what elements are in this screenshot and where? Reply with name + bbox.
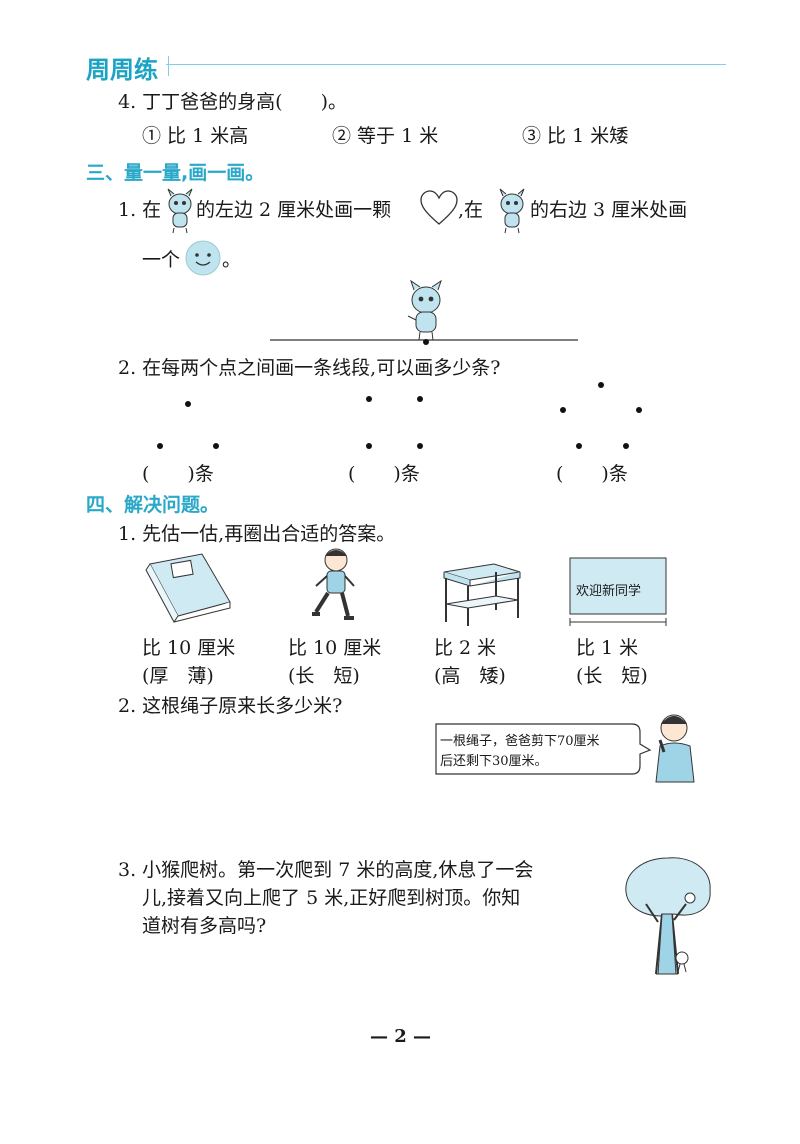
section-4-title: 四、解决问题。 (86, 494, 220, 516)
walking-boy-illustration (312, 548, 355, 620)
s4-q3-line-1: 3. 小猴爬树。第一次爬到 7 米的高度,休息了一会 (118, 859, 534, 881)
s3-q2-text: 2. 在每两个点之间画一条线段,可以画多少条? (118, 357, 501, 379)
s3-q1-line2-a: 一个 (142, 249, 181, 271)
answer-blank-1[interactable]: ( )条 (142, 463, 214, 485)
thinking-boy-illustration (655, 714, 695, 783)
header-rule (166, 64, 726, 65)
welcome-banner-illustration (569, 557, 667, 626)
point-dot (366, 443, 372, 449)
point-dot (366, 396, 372, 402)
s3-q1-part-d: 的右边 3 厘米处画 (530, 199, 688, 221)
page-header-title: 周周练 (86, 56, 158, 84)
estimate-choice-4[interactable]: (长 短) (576, 665, 648, 687)
smiley-face-icon (185, 240, 221, 276)
estimate-compare-2: 比 10 厘米 (288, 637, 382, 659)
speech-line-1: 一根绳子，爸爸剪下70厘米 (440, 734, 600, 749)
point-dot (598, 382, 604, 388)
estimate-choice-2[interactable]: (长 短) (288, 665, 360, 687)
s3-q1-part-c: ,在 (458, 199, 484, 221)
header-rule-tick (168, 56, 169, 76)
estimate-choice-1[interactable]: (厚 薄) (142, 665, 214, 687)
point-dot (623, 443, 629, 449)
tree-monkey-illustration (625, 857, 711, 975)
point-dot (185, 401, 191, 407)
q4-stem: 4. 丁丁爸爸的身高( )。 (118, 91, 347, 113)
point-dot (157, 443, 163, 449)
q4-option-3: ③ 比 1 米矮 (522, 125, 629, 147)
point-dot (213, 443, 219, 449)
estimate-compare-3: 比 2 米 (434, 637, 497, 659)
s4-q3-line-2: 儿,接着又向上爬了 5 米,正好爬到树顶。你知 (142, 887, 521, 909)
estimate-compare-1: 比 10 厘米 (142, 637, 236, 659)
table-illustration (443, 563, 521, 626)
estimate-choice-3[interactable]: (高 矮) (434, 665, 506, 687)
s4-q2-text: 2. 这根绳子原来长多少米? (118, 695, 343, 717)
answer-blank-3[interactable]: ( )条 (556, 463, 628, 485)
q4-option-1: ① 比 1 米高 (142, 125, 249, 147)
measure-line-figure (270, 279, 578, 345)
answer-blank-2[interactable]: ( )条 (348, 463, 420, 485)
point-dot (417, 443, 423, 449)
s4-q1-text: 1. 先估一估,再圈出合适的答案。 (118, 523, 396, 545)
heart-icon (420, 190, 458, 225)
page-number: — 2 — (370, 1026, 432, 1047)
estimate-compare-4: 比 1 米 (576, 637, 639, 659)
point-dot (576, 443, 582, 449)
s4-q3-line-3: 道树有多高吗? (142, 915, 267, 937)
speech-line-2: 后还剩下30厘米。 (440, 754, 548, 769)
q4-option-2: ② 等于 1 米 (332, 125, 439, 147)
book-illustration (145, 553, 231, 623)
point-dot (560, 407, 566, 413)
point-dot (417, 396, 423, 402)
banner-text: 欢迎新同学 (576, 584, 642, 599)
speech-bubble (435, 723, 652, 775)
s3-q1-part-b: 的左边 2 厘米处画一颗 (196, 199, 392, 221)
dragon-mascot-icon (167, 188, 193, 234)
s3-q1-part-a: 1. 在 (118, 199, 162, 221)
dragon-mascot-icon (499, 188, 525, 234)
section-3-title: 三、量一量,画一画。 (86, 162, 265, 184)
point-dot (636, 407, 642, 413)
s3-q1-line2-b: 。 (222, 249, 242, 271)
